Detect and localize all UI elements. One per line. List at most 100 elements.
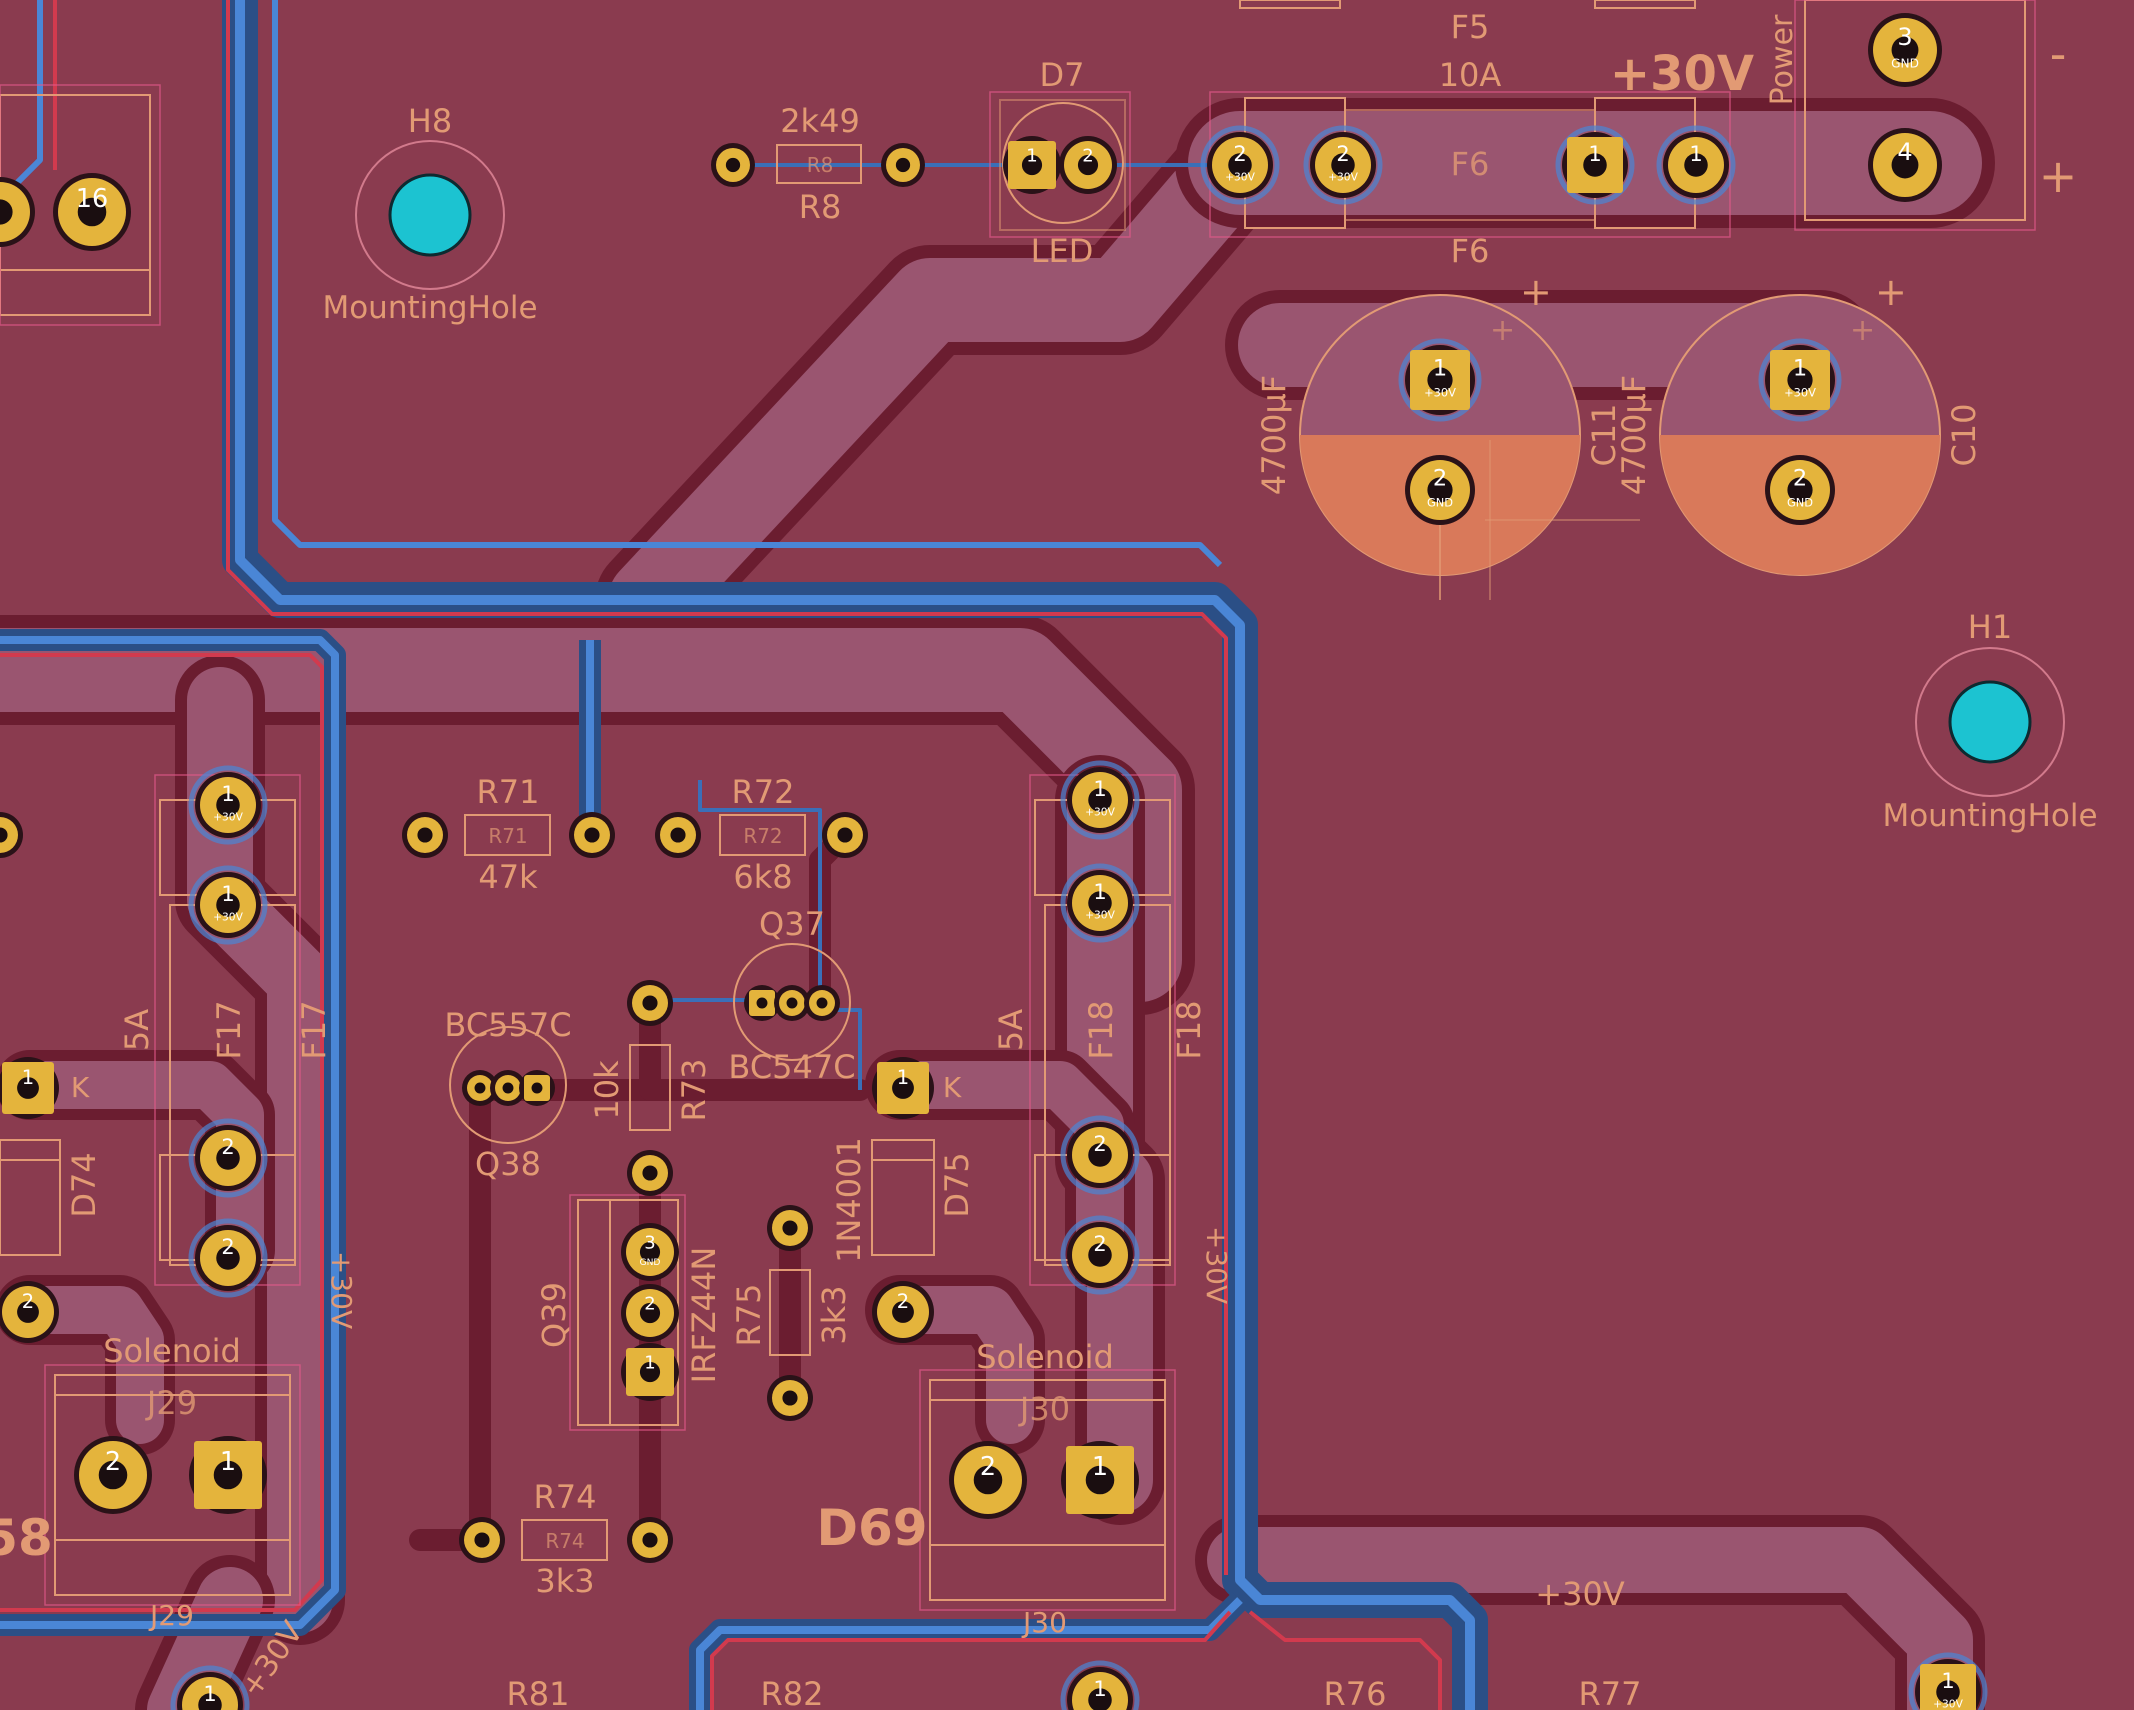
pad-f18-1b[interactable]: 1+30V — [1060, 863, 1140, 943]
pad-r74-2[interactable] — [627, 1517, 673, 1563]
pad-q38-2[interactable] — [490, 1070, 526, 1106]
pad-c10-1[interactable]: 1+30V — [1758, 338, 1842, 422]
pad-number: 1 — [1433, 356, 1447, 382]
pad-q38-1[interactable] — [462, 1070, 498, 1106]
ref-r77: R77 — [1579, 1675, 1642, 1710]
pad-j29-2[interactable]: 2 — [74, 1436, 152, 1514]
pad-f17-2a[interactable]: 2 — [188, 1118, 268, 1198]
ref-d68-partial: 58 — [0, 1509, 53, 1567]
pad-f17-1b[interactable]: 1+30V — [188, 865, 268, 945]
pad-net: GND — [1787, 496, 1813, 510]
pad-f6-2a[interactable]: 2+30V — [1200, 125, 1280, 205]
val-r74: 3k3 — [535, 1562, 594, 1600]
pad-d7-1[interactable]: 1 — [1003, 136, 1061, 194]
pad-r8-1[interactable] — [711, 143, 755, 187]
pad-d75-k[interactable]: 1 — [872, 1057, 934, 1119]
ref-r71: R71 — [477, 773, 540, 811]
pad-net: +30V — [1225, 170, 1255, 183]
ref-f18: F18 — [1082, 1000, 1120, 1059]
pad-number: 2 — [1093, 1232, 1106, 1256]
pad-16[interactable]: 16 — [53, 173, 131, 251]
pad-j29-1[interactable]: 1 — [189, 1436, 267, 1514]
pad-left-edge[interactable] — [0, 177, 35, 247]
val-r73: 10k — [588, 1060, 626, 1120]
pad-q39-1[interactable]: 1 — [621, 1343, 679, 1401]
pad-f17-1a[interactable]: 1+30V — [188, 765, 268, 845]
pad-bottom-left[interactable]: 1 — [170, 1665, 250, 1710]
pad-net: +30V — [213, 910, 243, 923]
pad-f18-2a[interactable]: 2 — [1060, 1115, 1140, 1195]
pad-bottom-right[interactable]: 1+30V — [1908, 1652, 1988, 1710]
pad-number: 2 — [22, 1290, 34, 1313]
val-d75: 1N4001 — [830, 1137, 868, 1263]
val-h1: MountingHole — [1882, 798, 2097, 834]
ref-q38: Q38 — [475, 1145, 541, 1183]
pad-number: 2 — [1093, 1132, 1106, 1156]
ref-r82: R82 — [761, 1675, 824, 1710]
val-h8: MountingHole — [322, 290, 537, 326]
pad-bottom-mid[interactable]: 1 — [1060, 1660, 1140, 1710]
pad-f18-1a[interactable]: 1+30V — [1060, 760, 1140, 840]
signal-tracks — [0, 0, 1488, 1710]
pad-d75-a[interactable]: 2 — [872, 1281, 934, 1343]
pad-q37-1[interactable] — [744, 985, 780, 1021]
pad-j30-1[interactable]: 1 — [1061, 1441, 1139, 1519]
pad-d74-a[interactable]: 2 — [0, 1281, 59, 1343]
ref-f5: F5 — [1451, 8, 1490, 46]
pad-q37-2[interactable] — [774, 985, 810, 1021]
pad-number: 1 — [221, 782, 234, 806]
pad-q38-3[interactable] — [519, 1070, 555, 1106]
pad-number: 16 — [76, 184, 108, 214]
pad-power-4[interactable]: 4 — [1868, 128, 1942, 202]
pad-r71-1[interactable] — [402, 812, 448, 858]
pad-r71-2[interactable] — [569, 812, 615, 858]
pad-r8-2[interactable] — [881, 143, 925, 187]
ref-j30: J30 — [1018, 1390, 1070, 1428]
svg-text:+: + — [1850, 313, 1875, 348]
pad-r72-2[interactable] — [822, 812, 868, 858]
ref-d69: D69 — [816, 1499, 927, 1557]
pad-r74-1[interactable] — [459, 1517, 505, 1563]
pad-d7-2[interactable]: 2 — [1059, 136, 1117, 194]
pad-left-mid[interactable] — [0, 812, 23, 858]
ref-d7: D7 — [1040, 56, 1085, 94]
pad-q39-2[interactable]: 2 — [621, 1284, 679, 1342]
pad-number: 1 — [1093, 880, 1106, 904]
ref-q37: Q37 — [759, 905, 825, 943]
pad-r73-2[interactable] — [627, 1150, 673, 1196]
pad-f6-1b[interactable]: 1 — [1656, 125, 1736, 205]
pad-net: +30V — [1933, 1697, 1963, 1710]
pad-number: 2 — [897, 1290, 909, 1313]
pad-d74-k[interactable]: 1 — [0, 1057, 59, 1119]
mounting-hole-h1[interactable] — [1915, 647, 2065, 797]
mounting-hole-h8[interactable] — [355, 140, 505, 290]
pad-number: 1 — [1026, 145, 1037, 166]
pad-r75-1[interactable] — [767, 1205, 813, 1251]
pad-number: 2 — [1433, 466, 1447, 492]
pad-f17-2b[interactable]: 2 — [188, 1218, 268, 1298]
pad-r72-1[interactable] — [655, 812, 701, 858]
pad-f6-2b[interactable]: 2+30V — [1303, 125, 1383, 205]
pad-number: 1 — [897, 1066, 909, 1089]
val-f18: 5A — [992, 1009, 1030, 1051]
pad-c11-1[interactable]: 1+30V — [1398, 338, 1482, 422]
pad-q37-3[interactable] — [804, 985, 840, 1021]
pad-j30-2[interactable]: 2 — [949, 1441, 1027, 1519]
pad-f6-1a[interactable]: 1 — [1555, 125, 1635, 205]
ref-r72: R72 — [732, 773, 795, 811]
pad-r73-1[interactable] — [627, 980, 673, 1026]
ref-j30-b: J30 — [1021, 1606, 1067, 1639]
pad-r75-2[interactable] — [767, 1375, 813, 1421]
pad-number: 4 — [1897, 138, 1912, 166]
val-d7: LED — [1031, 232, 1094, 270]
pad-f18-2b[interactable]: 2 — [1060, 1215, 1140, 1295]
val-j30: Solenoid — [976, 1338, 1114, 1376]
net-30v-big: +30V — [1610, 46, 1754, 102]
